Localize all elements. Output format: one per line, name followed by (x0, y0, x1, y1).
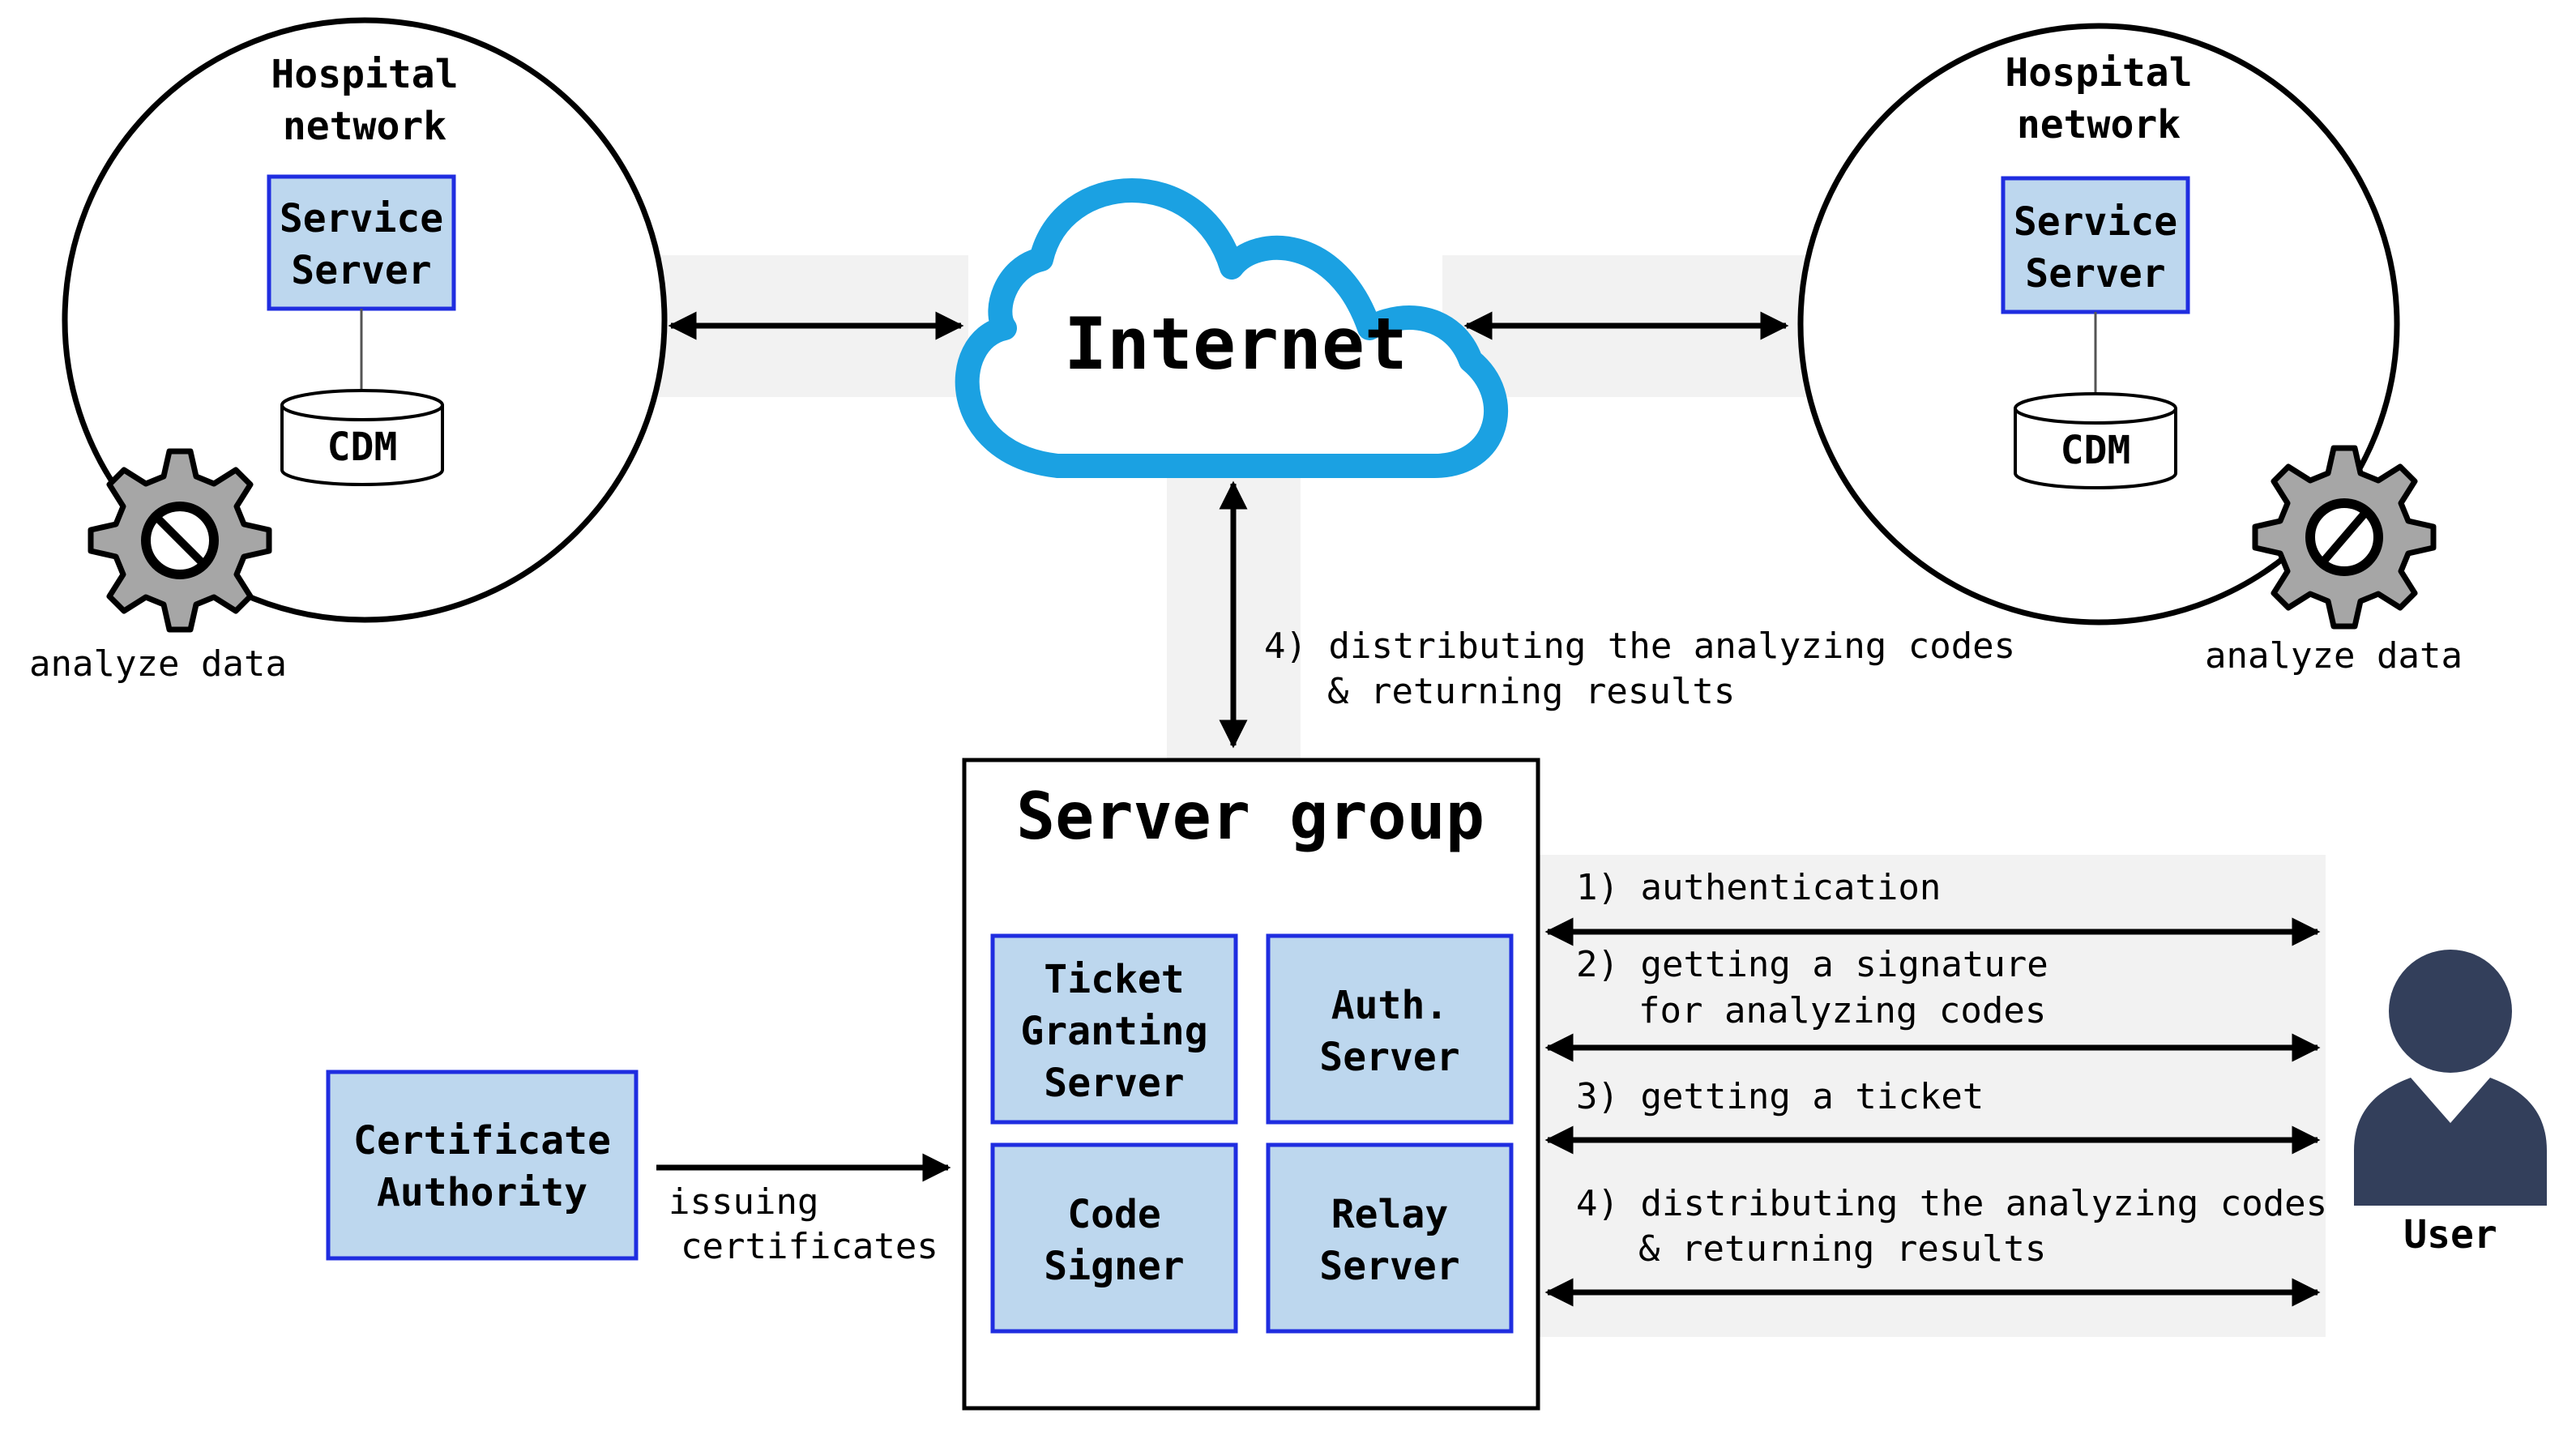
relay-server-box (1266, 1142, 1514, 1334)
right-hospital-title-1: Hospital (2005, 50, 2192, 96)
database-icon (280, 389, 444, 486)
right-hospital-network: Hospital network Service Server CDM anal… (1797, 23, 2463, 677)
right-service-server-line1: Service (2014, 199, 2177, 245)
flow-step2-label-2: for analyzing codes (1638, 990, 2046, 1031)
right-hospital-circle (1797, 23, 2400, 626)
flow-step2-label-1: 2) getting a signature (1576, 944, 2048, 985)
left-service-server-line2: Server (291, 248, 431, 293)
certificate-authority: Certificate Authority (326, 1070, 639, 1261)
flow-step4-label-2: & returning results (1638, 1228, 2046, 1270)
user-label: User (2403, 1212, 2497, 1258)
database-icon (2014, 392, 2177, 489)
right-cdm-label: CDM (2061, 428, 2131, 473)
left-hospital-title-2: network (283, 104, 446, 149)
flow-step4-label-1: 4) distributing the analyzing codes (1576, 1183, 2327, 1224)
code-line2: Signer (1044, 1244, 1184, 1289)
code-line1: Code (1067, 1192, 1161, 1237)
auth-line2: Server (1319, 1035, 1459, 1080)
right-service-server-line2: Server (2025, 251, 2165, 297)
ca-line2: Authority (377, 1170, 587, 1215)
flow-step3-label: 3) getting a ticket (1576, 1076, 1984, 1117)
left-cdm-label: CDM (327, 425, 398, 470)
ca-arrow-label-1: issuing (669, 1181, 818, 1223)
right-analyze-label: analyze data (2205, 635, 2463, 677)
tgs-line3: Server (1044, 1061, 1184, 1106)
certificate-authority-box (326, 1070, 639, 1261)
auth-server-box (1266, 933, 1514, 1125)
left-hospital-title-1: Hospital (271, 52, 458, 97)
left-hospital-network: Hospital network Service Server CDM anal… (29, 17, 668, 685)
auth-line1: Auth. (1331, 983, 1449, 1028)
flow-step1-label: 1) authentication (1576, 867, 1941, 908)
ticket-granting-server-box (990, 933, 1238, 1125)
code-signer-box (990, 1142, 1238, 1334)
right-service-server-box (2001, 176, 2190, 314)
gear-icon (2255, 448, 2433, 626)
tgs-line2: Granting (1020, 1009, 1207, 1054)
user-icon (2354, 950, 2547, 1206)
ca-line1: Certificate (353, 1118, 611, 1164)
left-analyze-label: analyze data (29, 643, 287, 685)
internet-link-label-2: & returning results (1327, 671, 1735, 712)
server-group: Server group Ticket Granting Server Auth… (962, 758, 1540, 1411)
left-hospital-circle (62, 17, 668, 623)
relay-line2: Server (1319, 1244, 1459, 1289)
cloud-icon (955, 178, 1508, 478)
relay-line1: Relay (1331, 1192, 1449, 1237)
left-service-server-box (267, 174, 456, 311)
server-group-title: Server group (1016, 779, 1485, 854)
ca-arrow-label-2: certificates (681, 1226, 938, 1267)
left-service-server-line1: Service (280, 196, 443, 241)
right-hospital-title-2: network (2017, 102, 2181, 147)
internet-label: Internet (1064, 302, 1408, 386)
gear-icon (91, 451, 269, 630)
tgs-line1: Ticket (1044, 957, 1184, 1002)
internet-link-label-1: 4) distributing the analyzing codes (1264, 626, 2015, 667)
